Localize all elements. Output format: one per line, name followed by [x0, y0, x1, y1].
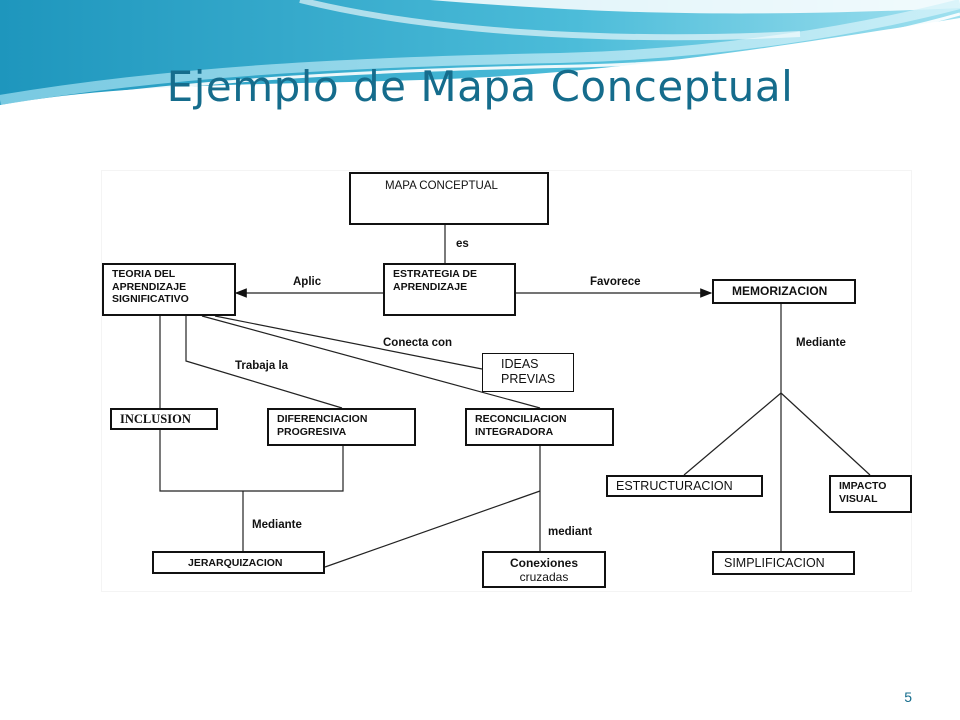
edge-label-mediante-memorizacion: Mediante: [796, 337, 846, 349]
node-simplificacion: SIMPLIFICACION: [712, 551, 855, 575]
header-wave-decoration: [0, 0, 960, 110]
node-ideas-previas: IDEAS PREVIAS: [482, 353, 574, 392]
edge-label-trabaja-la: Trabaja la: [235, 360, 289, 372]
node-mapa-conceptual: MAPA CONCEPTUAL: [349, 172, 549, 225]
edge-memorizacion-estructuracion: [683, 392, 782, 476]
teoria-line-1: TEORIA DEL: [112, 268, 176, 280]
page-number: 5: [904, 689, 912, 705]
edge-label-mediante-jerarquizacion: Mediante: [252, 519, 302, 531]
node-jerarquizacion: JERARQUIZACION: [152, 551, 325, 574]
edge-label-aplic: Aplic: [293, 276, 322, 288]
node-reconciliacion-integradora: RECONCILIACION INTEGRADORA: [465, 408, 614, 446]
edge-label-conecta-con: Conecta con: [383, 337, 453, 349]
node-teoria-aprendizaje-significativo: TEORIA DEL APRENDIZAJE SIGNIFICATIVO: [102, 263, 236, 316]
edge-teoria-ideas: [214, 315, 483, 370]
edge-label-mediant-conexiones: mediant: [548, 526, 593, 538]
edge-label-favorece: Favorece: [590, 276, 641, 288]
edge-teoria-reconciliacion: [201, 315, 541, 409]
edge-label-es: es: [456, 238, 469, 250]
node-memorizacion: MEMORIZACION: [712, 279, 856, 304]
node-diferenciacion-progresiva: DIFERENCIACION PROGRESIVA: [267, 408, 416, 446]
node-estructuracion: ESTRUCTURACION: [606, 475, 763, 497]
slide-title: Ejemplo de Mapa Conceptual: [166, 62, 794, 111]
edge-memorizacion-impacto: [780, 392, 871, 476]
edge-inclusion-diferenciacion-join: [159, 430, 344, 492]
teoria-line-2: APRENDIZAJE: [112, 280, 187, 293]
edge-jerarquizacion-reconciliacion: [324, 490, 541, 568]
edge-teoria-diferenciacion: [185, 316, 343, 409]
node-impacto-visual: IMPACTO VISUAL: [829, 475, 912, 513]
teoria-line-3: SIGNIFICATIVO: [112, 293, 189, 305]
node-inclusion: INCLUSION: [110, 408, 218, 430]
node-conexiones-cruzadas: Conexiones cruzadas: [482, 551, 606, 588]
node-estrategia-aprendizaje: ESTRATEGIA DE APRENDIZAJE: [383, 263, 516, 316]
